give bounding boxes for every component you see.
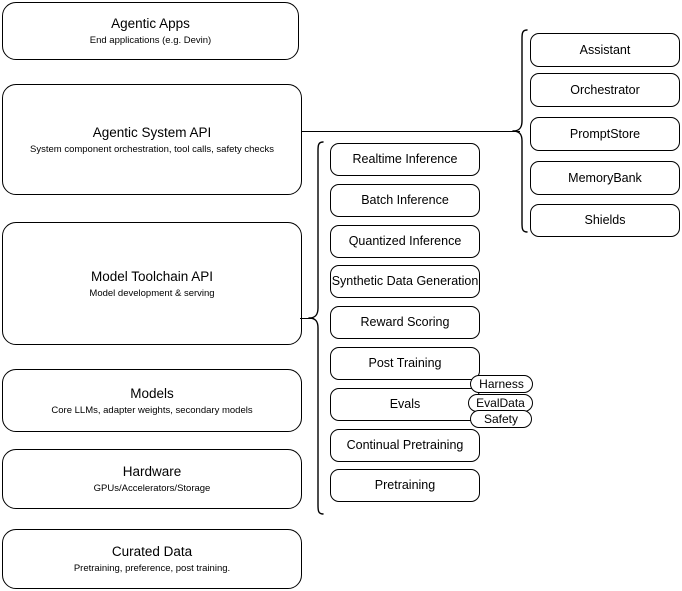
component-reward-scoring[interactable]: Reward Scoring [330, 306, 480, 339]
component-label: MemoryBank [568, 170, 642, 185]
layer-agentic-apps[interactable]: Agentic Apps End applications (e.g. Devi… [2, 2, 299, 60]
layer-subtitle: Core LLMs, adapter weights, secondary mo… [51, 404, 253, 416]
component-label: PromptStore [569, 126, 641, 141]
layer-hardware[interactable]: Hardware GPUs/Accelerators/Storage [2, 449, 302, 509]
layer-subtitle: Pretraining, preference, post training. [73, 563, 231, 574]
component-label: Assistant [579, 42, 631, 57]
layer-title: Hardware [122, 464, 182, 479]
subcomponent-label: EvalData [476, 396, 525, 410]
component-realtime-inference[interactable]: Realtime Inference [330, 143, 480, 176]
component-synthetic-data-generation[interactable]: Synthetic Data Generation [330, 265, 480, 298]
component-promptstore[interactable]: PromptStore [530, 117, 680, 151]
layer-subtitle: End applications (e.g. Devin) [89, 35, 212, 46]
component-label: Continual Pretraining [346, 438, 464, 452]
component-label: Reward Scoring [360, 315, 450, 329]
connector-agentic-system-to-components [302, 131, 520, 132]
layer-title: Agentic Apps [111, 16, 190, 31]
component-quantized-inference[interactable]: Quantized Inference [330, 225, 480, 258]
subcomponent-safety[interactable]: Safety [470, 410, 532, 428]
component-orchestrator[interactable]: Orchestrator [530, 73, 680, 107]
component-label: Shields [584, 213, 626, 227]
component-label: Pretraining [374, 478, 436, 492]
brace-toolchain-components [308, 140, 324, 516]
subcomponent-label: Safety [483, 412, 519, 426]
layer-subtitle: GPUs/Accelerators/Storage [93, 483, 211, 494]
brace-agentic-components [512, 28, 528, 234]
layer-agentic-system-api[interactable]: Agentic System API System component orch… [2, 84, 302, 195]
component-post-training[interactable]: Post Training [330, 347, 480, 380]
connector-model-toolchain-to-components [300, 318, 314, 319]
layer-model-toolchain-api[interactable]: Model Toolchain API Model development & … [2, 222, 302, 345]
subcomponent-evaldata[interactable]: EvalData [468, 394, 533, 412]
component-evals[interactable]: Evals [330, 388, 480, 421]
component-label: Batch Inference [361, 193, 449, 207]
layer-curated-data[interactable]: Curated Data Pretraining, preference, po… [2, 529, 302, 589]
component-assistant[interactable]: Assistant [530, 33, 680, 67]
component-continual-pretraining[interactable]: Continual Pretraining [330, 429, 480, 462]
layer-title: Agentic System API [92, 124, 212, 140]
component-label: Evals [389, 397, 421, 411]
layer-title: Model Toolchain API [90, 268, 214, 284]
subcomponent-label: Harness [479, 377, 524, 391]
subcomponent-harness[interactable]: Harness [470, 375, 533, 393]
layer-title: Curated Data [111, 544, 193, 559]
layer-subtitle: Model development & serving [89, 287, 215, 299]
component-pretraining[interactable]: Pretraining [330, 469, 480, 502]
component-label: Synthetic Data Generation [331, 274, 479, 288]
layer-subtitle: System component orchestration, tool cal… [30, 143, 274, 155]
layer-title: Models [130, 385, 174, 401]
component-label: Post Training [368, 356, 442, 370]
component-label: Quantized Inference [348, 234, 462, 248]
component-batch-inference[interactable]: Batch Inference [330, 184, 480, 217]
component-label: Orchestrator [570, 82, 640, 97]
component-memorybank[interactable]: MemoryBank [530, 161, 680, 195]
component-shields[interactable]: Shields [530, 204, 680, 237]
component-label: Realtime Inference [352, 152, 458, 166]
layer-models[interactable]: Models Core LLMs, adapter weights, secon… [2, 369, 302, 432]
